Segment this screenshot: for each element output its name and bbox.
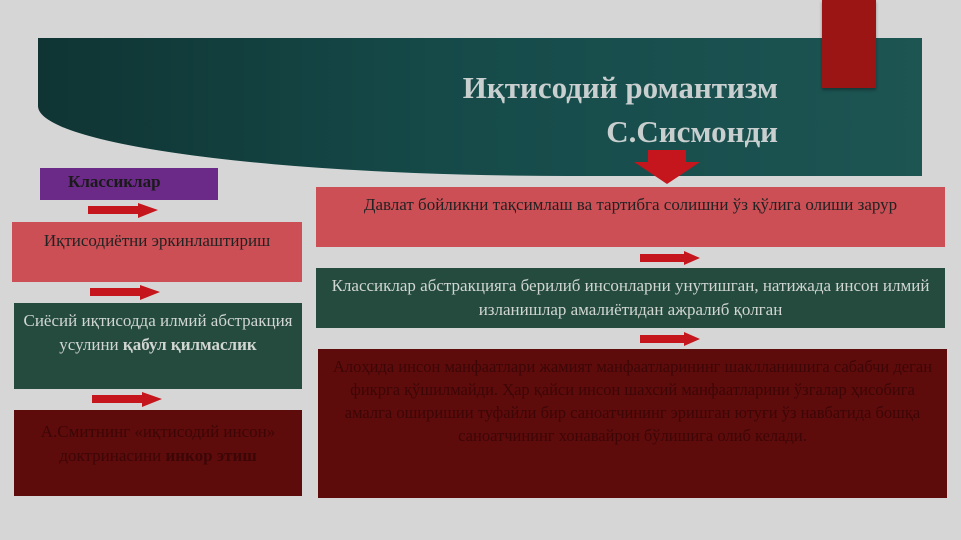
left-box-2-text: Сиёсий иқтисодда илмий абстракция усулин… bbox=[23, 311, 293, 354]
arrow-down-icon bbox=[92, 392, 162, 407]
left-box-1: Иқтисодиётни эркинлаштириш bbox=[12, 222, 302, 282]
arrow-down-icon bbox=[640, 332, 700, 346]
left-box-3-bold: инкор этиш bbox=[165, 446, 257, 465]
title-banner bbox=[38, 38, 922, 176]
right-box-2: Классиклар абстракцияга берилиб инсонлар… bbox=[316, 268, 945, 328]
left-box-3-text: А.Смитнинг «иқтисодий инсон» доктринасин… bbox=[40, 422, 276, 465]
classics-label-text: Классиклар bbox=[68, 172, 161, 191]
right-box-1: Давлат бойликни тақсимлаш ва тартибга со… bbox=[316, 187, 945, 247]
slide-title: Иқтисодий романтизм С.Сисмонди bbox=[463, 66, 778, 154]
right-box-1-text: Давлат бойликни тақсимлаш ва тартибга со… bbox=[363, 195, 898, 214]
arrow-down-icon bbox=[88, 203, 158, 218]
right-box-3: Алоҳида инсон манфаатлари жамият манфаат… bbox=[318, 349, 947, 498]
left-box-3: А.Смитнинг «иқтисодий инсон» доктринасин… bbox=[14, 410, 302, 496]
classics-label: Классиклар bbox=[40, 168, 218, 200]
arrow-down-icon bbox=[90, 285, 160, 300]
arrow-down-icon bbox=[640, 251, 700, 265]
bookmark-ribbon bbox=[822, 0, 876, 88]
title-line-1: Иқтисодий романтизм bbox=[462, 70, 778, 105]
arrow-down-icon bbox=[634, 150, 700, 184]
right-box-2-text: Классиклар абстракцияга берилиб инсонлар… bbox=[331, 276, 930, 319]
left-box-2: Сиёсий иқтисодда илмий абстракция усулин… bbox=[14, 303, 302, 389]
right-box-3-text: Алоҳида инсон манфаатлари жамият манфаат… bbox=[332, 357, 933, 445]
left-box-2-bold: қабул қилмаслик bbox=[122, 335, 257, 354]
title-line-2: С.Сисмонди bbox=[606, 114, 778, 149]
left-box-1-text: Иқтисодиётни эркинлаштириш bbox=[43, 231, 271, 250]
